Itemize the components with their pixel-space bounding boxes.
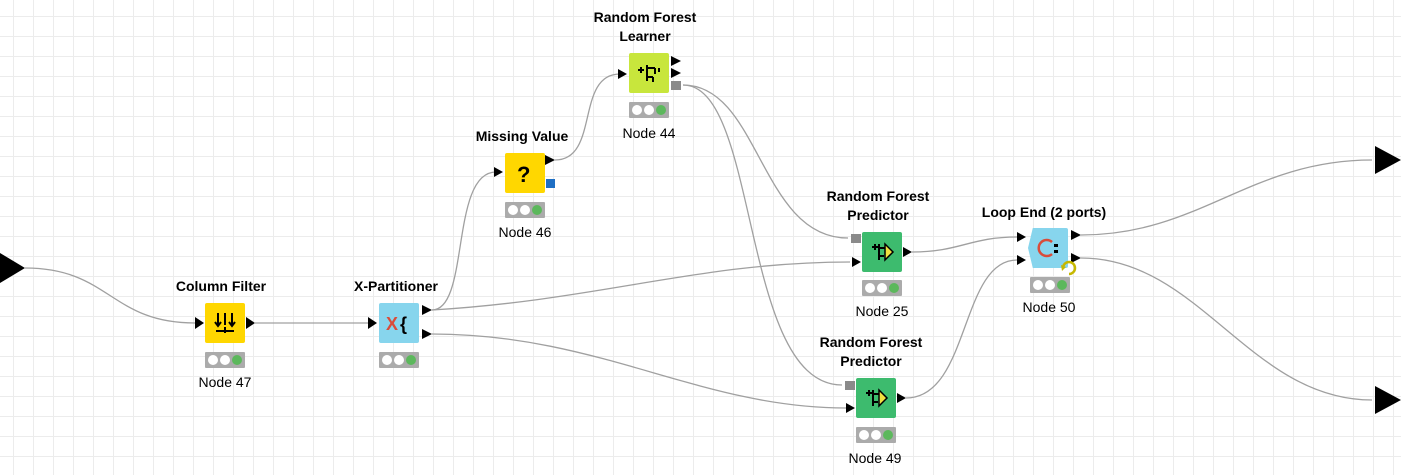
missing-value-in-port bbox=[494, 167, 503, 177]
missing-value-status bbox=[505, 202, 545, 218]
svg-text:?: ? bbox=[517, 162, 530, 187]
connection-predictor-25-to-loop-end bbox=[911, 236, 1018, 253]
connection-input-to-column-filter bbox=[24, 267, 196, 324]
workflow-input-port bbox=[0, 253, 25, 283]
rf-learner-node[interactable] bbox=[629, 53, 669, 93]
connection-x-partitioner-to-missing-value bbox=[431, 171, 497, 311]
predictor-49-model-in-port bbox=[845, 381, 855, 390]
connection-loop-end-to-output-1 bbox=[1080, 159, 1373, 236]
connection-missing-value-to-learner bbox=[554, 73, 621, 161]
title-line-2: Learner bbox=[619, 28, 671, 44]
node-label-missing-value[interactable]: Node 46 bbox=[498, 224, 552, 240]
workflow-output-port-1 bbox=[1375, 146, 1401, 174]
node-label-column-filter[interactable]: Node 47 bbox=[198, 374, 252, 390]
predictor-25-model-in-port bbox=[851, 234, 861, 243]
tree-ensemble-learner-icon bbox=[638, 65, 660, 82]
node-title-rf-predictor-25[interactable]: Random Forest Predictor bbox=[788, 187, 968, 225]
x-partitioner-out-port-1 bbox=[422, 305, 432, 315]
tree-ensemble-predictor-icon bbox=[872, 242, 895, 262]
node-label-rf-predictor-25[interactable]: Node 25 bbox=[855, 303, 909, 319]
connection-learner-to-predictor-49 bbox=[682, 84, 843, 386]
loop-end-in-port-2 bbox=[1017, 255, 1026, 265]
svg-text:X: X bbox=[386, 314, 398, 334]
title-line-1: Random Forest bbox=[593, 9, 697, 25]
title-line-2: Predictor bbox=[847, 207, 909, 223]
connection-x-partitioner-to-predictor-49 bbox=[431, 333, 847, 409]
loop-refresh-icon bbox=[1061, 260, 1077, 276]
connection-predictor-49-to-loop-end bbox=[905, 259, 1018, 399]
predictor-49-out-port bbox=[897, 393, 906, 403]
connection-learner-to-predictor-25 bbox=[682, 84, 849, 239]
loop-end-out-port-2 bbox=[1071, 253, 1081, 263]
node-title-column-filter[interactable]: Column Filter bbox=[175, 278, 267, 294]
learner-model-out-port bbox=[671, 81, 681, 90]
node-label-loop-end[interactable]: Node 50 bbox=[1022, 299, 1076, 315]
rf-predictor-25-node[interactable] bbox=[862, 232, 902, 272]
loop-end-icon bbox=[1037, 238, 1058, 258]
missing-value-node[interactable]: ? bbox=[505, 153, 545, 193]
x-partitioner-out-port-2 bbox=[422, 329, 432, 339]
node-title-rf-predictor-49[interactable]: Random Forest Predictor bbox=[781, 333, 961, 371]
node-label-rf-predictor-49[interactable]: Node 49 bbox=[848, 450, 902, 466]
missing-value-out-port bbox=[545, 155, 555, 165]
loop-end-in-port-1 bbox=[1017, 232, 1026, 242]
rf-predictor-49-node[interactable] bbox=[856, 378, 896, 418]
column-filter-status bbox=[205, 352, 245, 368]
svg-text:{: { bbox=[400, 314, 407, 334]
column-filter-out-port bbox=[246, 317, 255, 329]
node-title-x-partitioner[interactable]: X-Partitioner bbox=[353, 278, 438, 294]
x-partitioner-node[interactable]: X { bbox=[379, 303, 419, 343]
loop-end-status bbox=[1030, 277, 1070, 293]
predictor-25-data-in-port bbox=[852, 257, 861, 267]
x-partitioner-icon: X { bbox=[386, 314, 407, 334]
learner-out-port-1 bbox=[671, 56, 681, 66]
loop-end-node[interactable] bbox=[1028, 228, 1068, 268]
title-line-1: Random Forest bbox=[819, 334, 923, 350]
node-title-loop-end[interactable]: Loop End (2 ports) bbox=[981, 204, 1107, 220]
column-filter-icon bbox=[214, 313, 236, 333]
x-partitioner-in-port bbox=[368, 317, 377, 329]
column-filter-node[interactable] bbox=[205, 303, 245, 343]
rf-predictor-49-status bbox=[856, 427, 896, 443]
learner-out-port-2 bbox=[671, 68, 681, 78]
node-title-missing-value[interactable]: Missing Value bbox=[475, 128, 569, 144]
question-mark-icon: ? bbox=[517, 162, 530, 187]
predictor-25-out-port bbox=[903, 247, 912, 257]
predictor-49-data-in-port bbox=[846, 403, 855, 413]
node-title-rf-learner[interactable]: Random Forest Learner bbox=[555, 8, 735, 46]
learner-in-port bbox=[618, 69, 627, 79]
title-line-2: Predictor bbox=[840, 353, 902, 369]
connection-x-partitioner-to-predictor-25 bbox=[431, 261, 851, 311]
x-partitioner-status bbox=[379, 352, 419, 368]
tree-ensemble-predictor-icon bbox=[866, 388, 889, 408]
node-label-rf-learner[interactable]: Node 44 bbox=[622, 125, 676, 141]
rf-learner-status bbox=[629, 102, 669, 118]
rf-predictor-25-status bbox=[862, 280, 902, 296]
workflow-output-port-2 bbox=[1375, 386, 1401, 414]
loop-end-out-port-1 bbox=[1071, 230, 1081, 240]
title-line-1: Random Forest bbox=[826, 188, 930, 204]
missing-value-model-port bbox=[546, 179, 555, 188]
connection-loop-end-to-output-2 bbox=[1080, 257, 1373, 401]
column-filter-in-port bbox=[195, 317, 204, 329]
